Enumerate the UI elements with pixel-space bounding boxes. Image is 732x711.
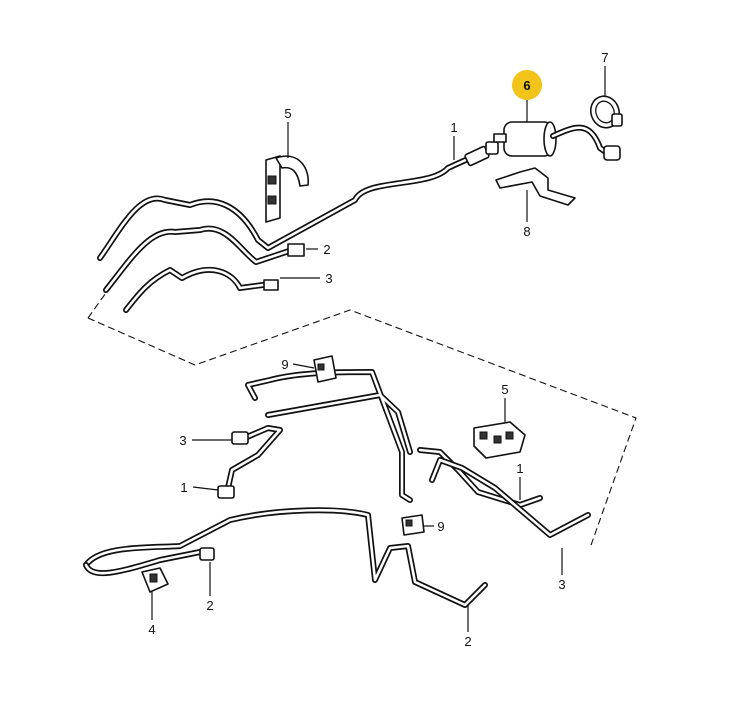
pipe-union-top: [263, 279, 279, 291]
pipe-nut-top: [287, 243, 305, 257]
small-clip-lower: [401, 514, 425, 536]
upper-fuel-lines: [97, 141, 499, 313]
callout-6[interactable]: 6: [523, 78, 530, 93]
leader-lines: [151, 66, 606, 632]
callout-3-right[interactable]: 3: [558, 577, 565, 592]
line-holder: [141, 567, 169, 593]
callout-2-left[interactable]: 2: [206, 598, 213, 613]
callout-5-lower[interactable]: 5: [501, 382, 508, 397]
small-clip-upper: [313, 355, 337, 383]
fuel-filter: [493, 121, 621, 161]
callouts: 6 7 5 1 2 3 8 9 5 3 1 1 9 2 4 2 3: [148, 50, 608, 649]
callout-2-bottom[interactable]: 2: [464, 634, 471, 649]
line-clip-top: [265, 155, 309, 223]
hose-clamp: [589, 95, 623, 129]
callout-2-upper[interactable]: 2: [323, 242, 330, 257]
filter-bracket: [495, 167, 576, 206]
callout-1-upper[interactable]: 1: [450, 120, 457, 135]
callout-3-upper[interactable]: 3: [325, 271, 332, 286]
callout-5-upper[interactable]: 5: [284, 106, 291, 121]
callout-9-lower[interactable]: 9: [437, 519, 444, 534]
callout-1-mid-left[interactable]: 1: [180, 480, 187, 495]
callout-4[interactable]: 4: [148, 622, 155, 637]
callout-7[interactable]: 7: [601, 50, 608, 65]
callout-1-mid-right[interactable]: 1: [516, 461, 523, 476]
assembly-outline: [87, 289, 637, 549]
callout-8[interactable]: 8: [523, 224, 530, 239]
callout-6-highlight: [512, 70, 542, 100]
line-clip-lower: [473, 421, 526, 459]
callout-3-mid[interactable]: 3: [179, 433, 186, 448]
callout-9-upper[interactable]: 9: [281, 357, 288, 372]
